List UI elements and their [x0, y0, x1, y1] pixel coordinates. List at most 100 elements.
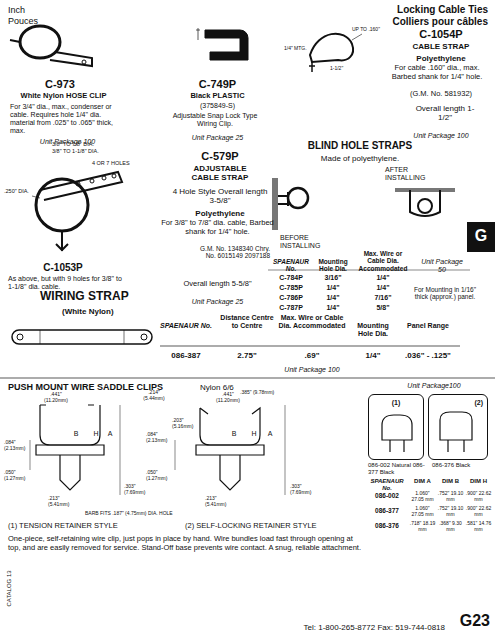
adjustable-strap-drawing: [32, 172, 122, 251]
label-text: UP TO .160": [352, 27, 390, 33]
label-text: B: [230, 430, 238, 438]
label-text: .036" - .125": [400, 351, 456, 360]
label-text: 2.75": [220, 351, 274, 360]
label-text: Locking Cable Ties: [300, 4, 488, 16]
label-text: Made of polyethylene.: [275, 154, 445, 163]
label-text: Max. Wire or Cable Dia. Accommodated: [354, 250, 412, 272]
wiring-strap-drawing: [12, 330, 152, 344]
label-text: SPAENAUR No.: [158, 322, 214, 330]
label-text: WIRING STRAP: [40, 290, 165, 304]
label-text: PUSH MOUNT WIRE SADDLE CLIPS: [8, 382, 198, 392]
label-text: .084" (2.13mm): [146, 432, 172, 444]
label-text: .900" 22.62 mm: [465, 491, 492, 503]
label-text: Overall length 1-1/2": [410, 104, 480, 122]
label-text: C-787P: [270, 304, 312, 312]
label-text: .441" (11.20mm): [38, 392, 74, 404]
label-text: C-973: [10, 78, 110, 91]
label-text: 086-376 Black: [432, 462, 490, 469]
label-text: SPAENAUR No.: [366, 478, 408, 492]
variant-box: (2): [428, 394, 488, 460]
label-text: C-785P: [270, 284, 312, 292]
label-text: .213" (5.41mm): [48, 496, 76, 508]
label-text: Panel Range: [400, 322, 456, 330]
label-text: Unit Package 100: [277, 366, 347, 374]
label-text: G.M. No. 1348340 Chry. No. 6015149 20971…: [200, 245, 270, 260]
label-text: .69": [277, 351, 347, 360]
label-text: 1/4": [350, 351, 396, 360]
label-text: Polyethylene: [170, 209, 270, 218]
label-text: 3/16": [313, 274, 353, 282]
label-text: 1/4" MTG.: [284, 46, 312, 52]
label-text: .250" DIA.: [4, 188, 34, 194]
node-text: (2): [429, 399, 483, 407]
label-text: 086-376: [366, 522, 408, 529]
label-text: C-1054P: [392, 28, 490, 41]
label-text: G23: [446, 612, 490, 630]
label-text: .050" (1.27mm): [146, 470, 172, 482]
label-text: B: [72, 430, 80, 438]
label-text: Unit Package 25: [160, 298, 275, 306]
label-text: Pouces: [8, 16, 68, 26]
label-text: (G.M. No. 581932): [392, 90, 490, 99]
label-text: H: [92, 430, 100, 438]
label-text: BARB FITS .187" (4.75mm) DIA. HOLE: [85, 511, 225, 517]
label-text: 086-387: [158, 351, 214, 360]
label-text: For 3/4" dia., max., condenser or cable.…: [10, 103, 125, 135]
label-text: 086-377: [366, 507, 408, 514]
label-text: As above, but with 9 holes for 3/8" to 1…: [8, 275, 128, 291]
label-text: (375849-S): [175, 102, 260, 110]
label-text: Mounting Hole Dia.: [313, 258, 353, 273]
label-text: (1) TENSION RETAINER STYLE: [8, 522, 168, 531]
label-text: C-784P: [270, 274, 312, 282]
label-text: ADJUSTABLE CABLE STRAP: [180, 164, 260, 182]
label-text: C-749P: [175, 78, 260, 91]
label-text: Colliers pour câbles: [300, 16, 488, 28]
label-text: .084" (2.13mm): [4, 440, 28, 452]
label-text: .752" 19.10 mm: [437, 491, 464, 503]
label-text: Adjustable Snap Lock Type Wiring Clip.: [165, 112, 265, 128]
label-text: Polyethylene: [392, 54, 490, 63]
label-text: BLIND HOLE STRAPS: [275, 140, 445, 152]
label-text: CABLE STRAP: [392, 42, 490, 51]
label-text: Overall length 5-5/8": [160, 280, 275, 289]
label-text: C-579P: [170, 150, 270, 163]
variant-box: (1): [368, 394, 424, 460]
label-text: 5/8": [354, 304, 412, 312]
label-text: One-piece, self-retaining wire clip, jus…: [8, 535, 363, 552]
label-text: .900" 22.62 mm: [465, 506, 492, 518]
label-text: Max. Wire or Cable Dia. Accommodated: [277, 314, 347, 330]
label-text: 086-002: [366, 492, 408, 499]
label-text: .203" (5.16mm): [172, 418, 200, 430]
node-text: G: [467, 227, 495, 245]
label-text: .385" (9.78mm): [240, 390, 276, 396]
saddle-clip-1-drawing: [30, 405, 120, 495]
snap-lock-clip-drawing: [196, 28, 248, 60]
label-text: (2) SELF-LOCKING RETAINER STYLE: [185, 522, 360, 531]
label-text: 1/4": [313, 284, 353, 292]
label-text: C-1053P: [8, 262, 118, 274]
label-text: 7/16": [354, 294, 412, 302]
label-text: .214" (5.44mm): [138, 390, 170, 402]
label-text: 1.060" 27.05 mm: [409, 506, 436, 518]
label-text: DIM H: [465, 478, 492, 485]
label-text: DIM A: [409, 478, 436, 485]
section-tab: G: [467, 222, 495, 252]
label-text: 1/4": [313, 294, 353, 302]
label-text: AFTER INSTALLING: [385, 166, 445, 182]
label-text: Unit Package100: [380, 382, 488, 390]
label-text: BEFORE INSTALLING: [280, 234, 325, 250]
label-text: White Nylon HOSE CLIP: [6, 92, 121, 101]
label-text: CATALOG 13: [6, 563, 13, 613]
node-text: (1): [369, 399, 423, 407]
label-text: A: [266, 430, 274, 438]
label-text: 3/8" TO 1-1/8" DIA.: [52, 148, 142, 154]
label-text: .050" (1.27mm): [4, 470, 28, 482]
label-text: SPAENAUR No.: [270, 258, 312, 273]
label-text: For cable .160" dia., max. Barbed shank …: [382, 64, 492, 81]
label-text: .752" 19.10 mm: [437, 506, 464, 518]
label-text: For Mounting in 1/16" thick (approx.) pa…: [414, 286, 476, 301]
label-text: 4 OR 7 HOLES: [92, 160, 132, 166]
label-text: .213" (5.41mm): [205, 496, 233, 508]
label-text: 1/4": [313, 304, 353, 312]
label-text: H: [250, 430, 258, 438]
